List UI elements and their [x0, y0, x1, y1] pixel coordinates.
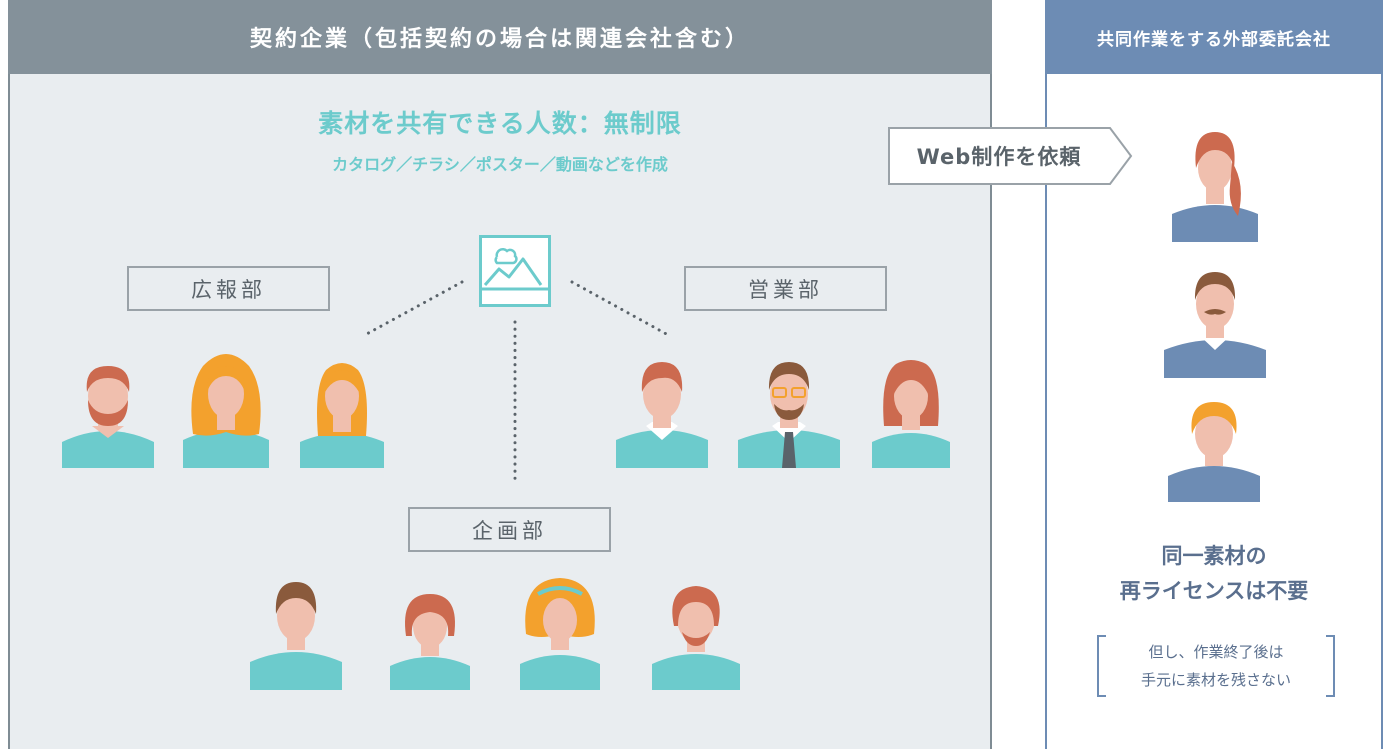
- client-company-panel: [8, 0, 992, 749]
- request-arrow: [888, 127, 1133, 185]
- external-contractor-header: 共同作業をする外部委託会社: [1045, 0, 1383, 74]
- blonde-woman-avatar: [300, 363, 384, 468]
- no-relicense-title-line1: 同一素材の: [1161, 544, 1267, 568]
- note-brackets: [1097, 635, 1335, 697]
- note-line2: 手元に素材を残さない: [1140, 671, 1291, 689]
- curly-blonde-woman-avatar: [520, 578, 600, 690]
- ponytail-woman-avatar: [1172, 132, 1258, 242]
- blonde-man-avatar: [1168, 402, 1260, 502]
- usage-examples-subline: カタログ／チラシ／ポスター／動画などを作成: [332, 155, 668, 174]
- request-arrow-label: Web制作を依頼: [916, 145, 1082, 169]
- image-icon: [479, 235, 551, 307]
- man-avatar: [616, 362, 708, 468]
- bob-haired-woman-avatar: [390, 594, 470, 690]
- bearded-man-with-glasses-avatar: [738, 362, 840, 468]
- client-company-header: 契約企業（包括契約の場合は関連会社含む）: [8, 0, 992, 74]
- connector-to-sales: [570, 280, 672, 338]
- connector-to-pr: [361, 280, 464, 338]
- share-unlimited-headline: 素材を共有できる人数：無制限: [318, 109, 682, 138]
- department-planning: 企画部: [408, 507, 611, 552]
- bearded-man-avatar: [652, 586, 740, 690]
- no-relicense-title-line2: 再ライセンスは不要: [1119, 579, 1309, 603]
- note-line1: 但し、作業終了後は: [1148, 643, 1284, 661]
- mustached-man-avatar: [1164, 272, 1266, 378]
- man-avatar: [250, 582, 342, 690]
- red-haired-woman-avatar: [872, 360, 950, 468]
- department-sales: 営業部: [684, 266, 887, 311]
- curly-haired-woman-avatar: [183, 354, 269, 468]
- bearded-man-avatar: [62, 366, 154, 468]
- department-pr: 広報部: [127, 266, 330, 311]
